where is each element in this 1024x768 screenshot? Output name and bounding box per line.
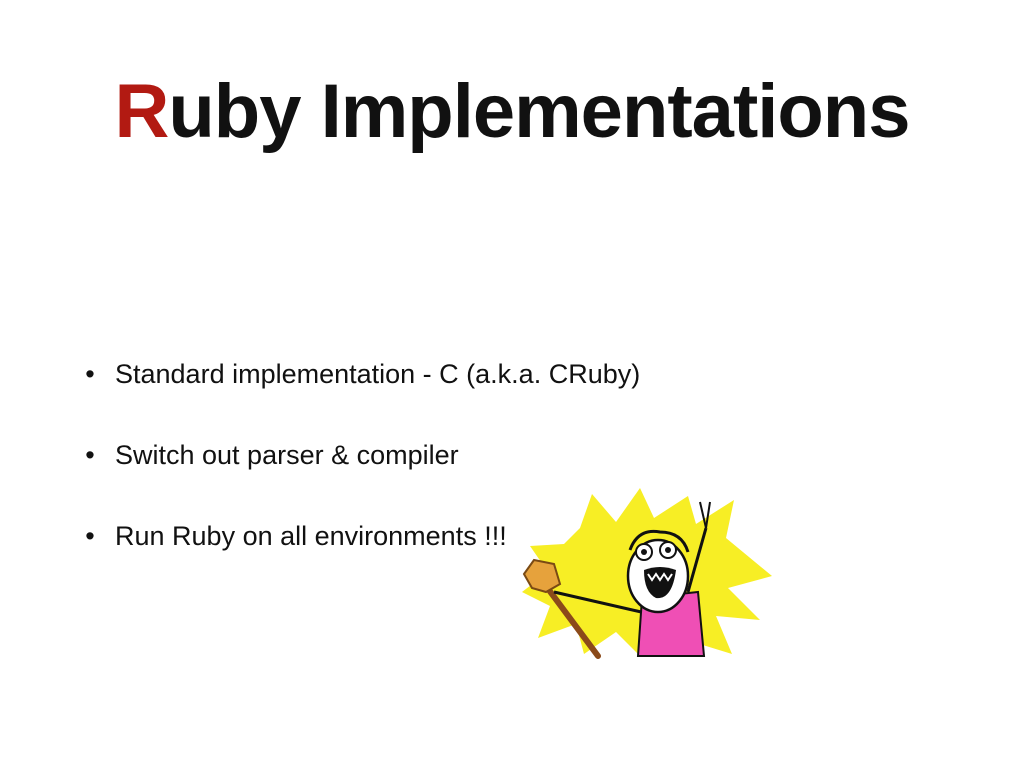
broom-handle (543, 583, 601, 659)
slide-title-rest: uby Implementations (168, 69, 910, 154)
broom-bristles (522, 558, 562, 594)
bullet-dot: • (85, 359, 95, 389)
arm-right (686, 527, 708, 593)
bullet-dot: • (85, 440, 95, 470)
finger (699, 501, 707, 529)
mouth (644, 567, 676, 599)
bullet-text: Standard implementation - C (a.k.a. CRub… (115, 359, 641, 389)
finger (705, 501, 711, 529)
arm-left (553, 590, 651, 616)
slide-title-accent: R (114, 69, 169, 154)
bullet-dot: • (85, 521, 95, 551)
all-the-things-meme-icon (522, 488, 772, 659)
hair (628, 529, 690, 553)
bullet-text: Switch out parser & compiler (115, 440, 459, 470)
bullet-text: Run Ruby on all environments !!! (115, 521, 507, 551)
slide-title: Ruby Implementations (0, 62, 1024, 162)
